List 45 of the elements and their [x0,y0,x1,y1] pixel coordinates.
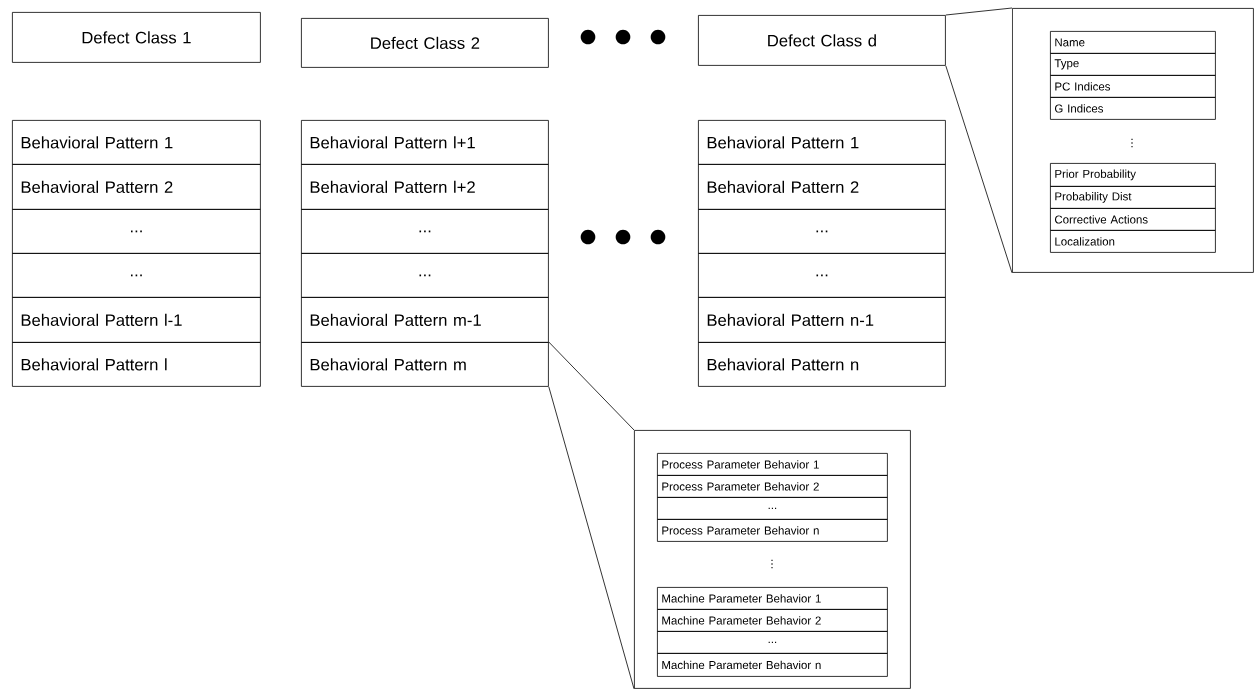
attribute-cell: ... [657,631,888,654]
inset-panel [1012,8,1254,273]
pattern-cell: ... [301,209,549,254]
pattern-cell: ... [698,253,946,298]
defect-class-box: Defect Class 2 [301,18,549,68]
pattern-cell: Behavioral Pattern l+2 [301,164,549,210]
pattern-cell: Behavioral Pattern n-1 [698,297,946,343]
pattern-cell: Behavioral Pattern l [12,342,261,387]
attribute-cell: Type [1050,53,1216,76]
pattern-cell: Behavioral Pattern 1 [12,120,261,165]
pattern-cell: Behavioral Pattern m-1 [301,297,549,343]
pattern-cell: Behavioral Pattern 2 [12,164,261,210]
pattern-cell: Behavioral Pattern 1 [698,120,946,165]
attribute-cell: Process Parameter Behavior n [657,519,888,542]
pattern-cell: Behavioral Pattern l+1 [301,120,549,165]
pattern-cell: Behavioral Pattern 2 [698,164,946,210]
pattern-cell: Behavioral Pattern n [698,342,946,387]
defect-class-box: Defect Class 1 [12,12,261,63]
vertical-ellipsis: ⋮ [771,559,773,569]
attribute-cell: Name [1050,31,1216,54]
pattern-cell: Behavioral Pattern m [301,342,549,387]
attribute-cell: Prior Probability [1050,163,1216,187]
attribute-cell: PC Indices [1050,75,1216,98]
attribute-cell: ... [657,497,888,520]
inset-panel [634,430,911,689]
attribute-cell: Machine Parameter Behavior 1 [657,587,888,610]
attribute-cell: G Indices [1050,97,1216,120]
defect-class-box: Defect Class d [698,15,946,66]
pattern-cell: ... [301,253,549,298]
callout-line [548,386,635,690]
pattern-cell: Behavioral Pattern l-1 [12,297,261,343]
attribute-cell: Process Parameter Behavior 2 [657,475,888,498]
attribute-cell: Probability Dist [1050,186,1216,209]
callout-line [548,341,635,431]
attribute-cell: Localization [1050,230,1216,253]
callout-line [945,7,1013,16]
pattern-cell: ... [698,209,946,254]
vertical-ellipsis: ⋮ [1131,138,1133,148]
pattern-cell: ... [12,209,261,254]
attribute-cell: Machine Parameter Behavior n [657,653,888,677]
pattern-cell: ... [12,253,261,298]
attribute-cell: Process Parameter Behavior 1 [657,453,888,476]
callout-line [945,65,1013,274]
attribute-cell: Machine Parameter Behavior 2 [657,609,888,632]
attribute-cell: Corrective Actions [1050,208,1216,231]
